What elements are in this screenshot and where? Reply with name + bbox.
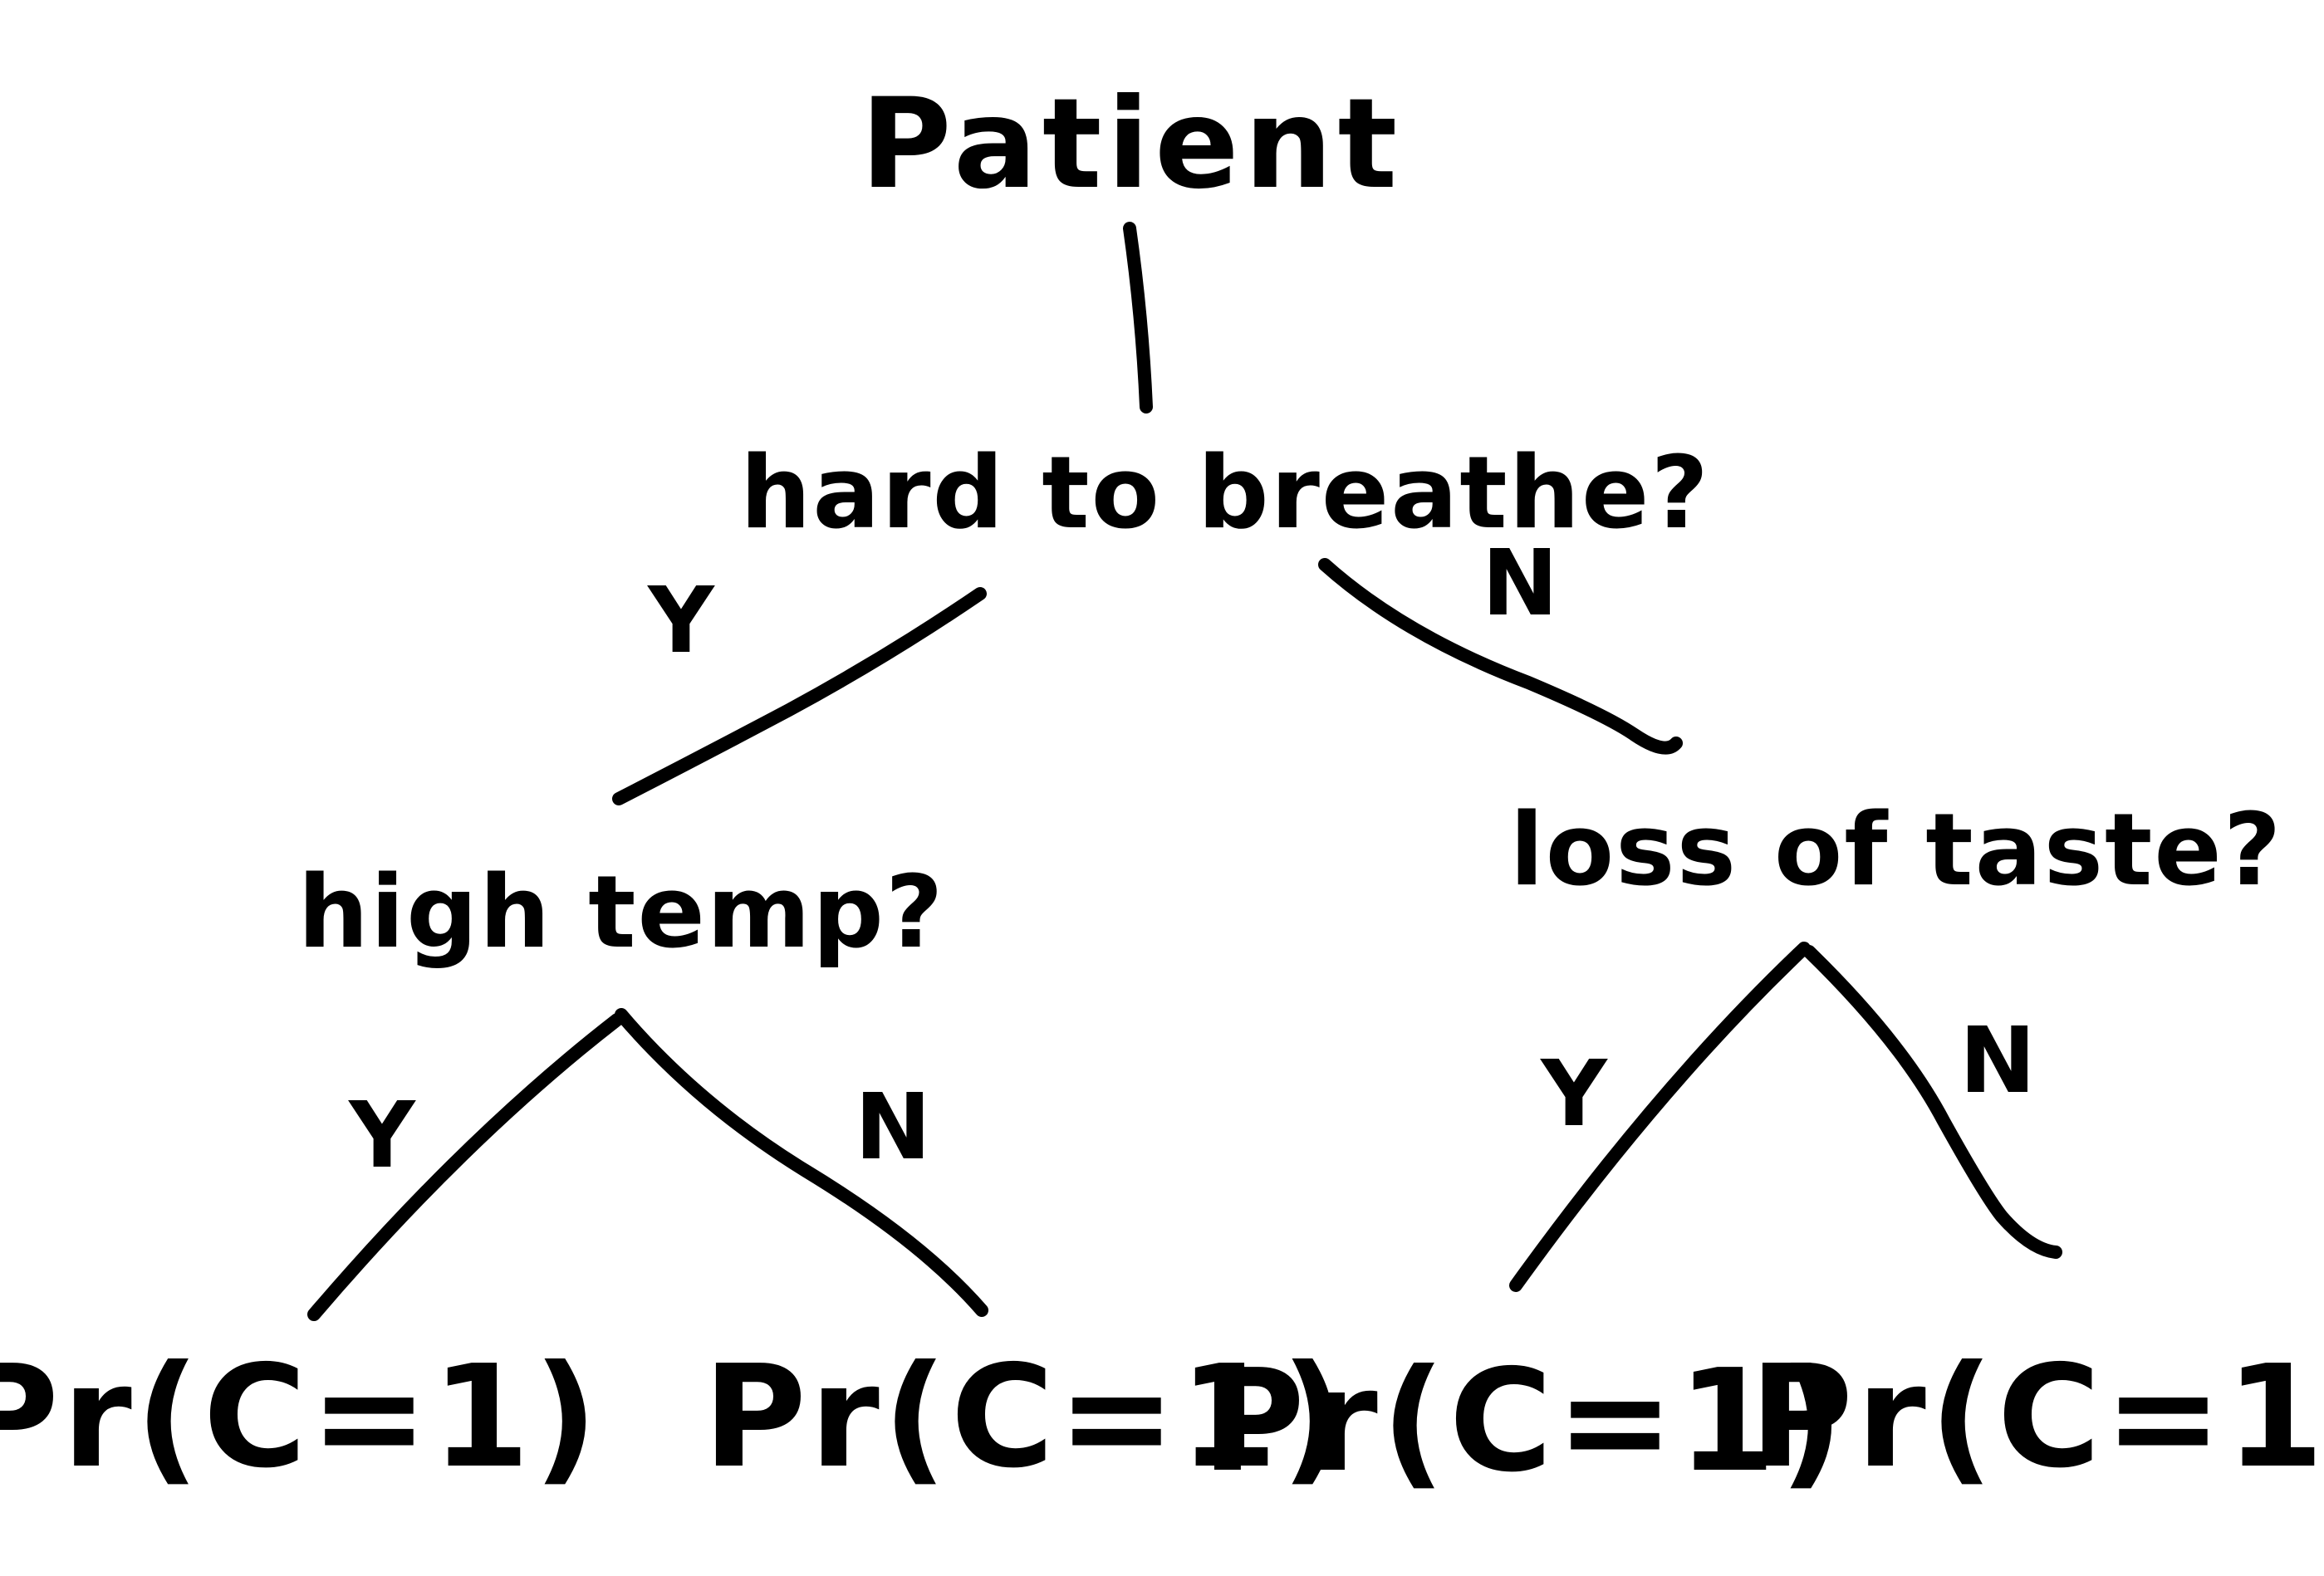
edge-question3-no <box>1802 945 2062 1259</box>
edge-question2-yes <box>307 1013 624 1321</box>
branch-label-q2-yes: Y <box>347 1082 416 1188</box>
branch-label-q1-yes: Y <box>646 567 715 673</box>
leaf-2-label: Pr(C=1) <box>703 1335 1348 1500</box>
branch-label-q3-no: N <box>1959 1007 2036 1113</box>
edge-question1-no <box>1318 558 1683 755</box>
branch-label-q2-no: N <box>855 1074 931 1180</box>
edge-question1-yes <box>612 587 987 805</box>
root-label: Patient <box>860 72 1402 217</box>
leaf-1-label: Pr(C=1) <box>0 1335 601 1500</box>
leaf-3-label: Pr(C=1) <box>1201 1339 1846 1504</box>
edge-question3-yes <box>1509 942 1811 1292</box>
edge-question2-no <box>615 1008 988 1317</box>
question2-label: high temp? <box>298 855 945 971</box>
leaf-4-label: Pr(C=1) <box>1749 1335 2324 1500</box>
question3-label: loss of taste? <box>1510 793 2283 908</box>
branch-label-q3-yes: Y <box>1539 1040 1608 1147</box>
question1-label: hard to breathe? <box>740 436 1710 551</box>
branch-label-q1-no: N <box>1482 530 1558 636</box>
edge-root-to-question1 <box>1123 222 1153 414</box>
